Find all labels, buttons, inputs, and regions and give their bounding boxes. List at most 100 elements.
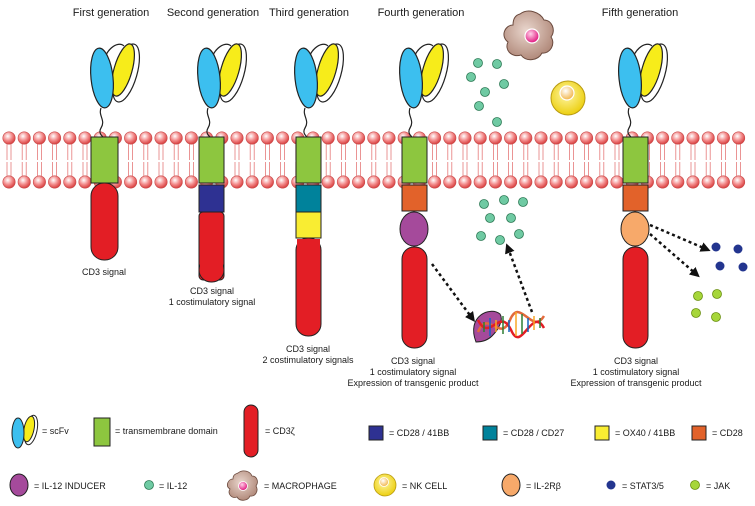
- gen2-caption-line1: CD3 signal: [190, 286, 234, 296]
- gen5-title: Fifth generation: [602, 7, 678, 19]
- legend-macrophage: = MACROPHAGE: [227, 470, 337, 501]
- gen2-receptor: CD3 signal 1 costimulatory signal: [169, 43, 256, 307]
- gen5-receptor: CD3 signal 1 costimulatory signal Expres…: [570, 43, 702, 388]
- legend-stat35: = STAT3/5: [606, 480, 664, 491]
- gen5-costim-cd28: [622, 184, 649, 212]
- legend-transmembrane-label: = transmembrane domain: [115, 426, 218, 436]
- gen5-scfv: [618, 43, 669, 139]
- legend-il2rb-label: = IL-2Rβ: [526, 481, 561, 491]
- gen4-caption-line3: Expression of transgenic product: [347, 378, 479, 388]
- arrow-dna-to-il12: [505, 243, 534, 313]
- gen4-il12-inducer: [399, 211, 429, 247]
- il12-molecule: [473, 58, 483, 68]
- legend-scfv-label: = scFv: [42, 426, 69, 436]
- gen3-receptor: CD3 signal 2 costimulatory signals: [262, 43, 354, 365]
- legend-cd28-cd27: = CD28 / CD27: [482, 425, 564, 441]
- gen1-transmembrane: [90, 136, 119, 184]
- il12-molecule: [476, 231, 486, 241]
- gen5-il2rb: [620, 211, 650, 247]
- gen3-caption-line2: 2 costimulatory signals: [262, 355, 354, 365]
- gen4-recruited-cells: [503, 10, 586, 116]
- gen5-caption-line2: 1 costimulatory signal: [593, 367, 680, 377]
- il12-molecule: [492, 117, 502, 127]
- jak-molecules: [691, 289, 722, 322]
- il12-molecule: [518, 197, 528, 207]
- arrow-to-jak: [649, 233, 700, 278]
- gen3-title: Third generation: [269, 7, 349, 19]
- legend-cd3z: = CD3ζ: [243, 404, 295, 458]
- gen3-cd3z: [295, 237, 322, 337]
- gen1-title: First generation: [73, 7, 149, 19]
- gen2-costim-cd28-41bb: [198, 184, 225, 213]
- gen3-transmembrane: [295, 136, 322, 184]
- gen4-costim-cd28: [401, 184, 428, 212]
- il12-molecule: [506, 213, 516, 223]
- gen4-caption-line2: 1 costimulatory signal: [370, 367, 457, 377]
- il12-molecule: [480, 87, 490, 97]
- legend-cd28-41bb: = CD28 / 41BB: [368, 425, 449, 441]
- gen4-cd3z: [401, 246, 428, 349]
- gen3-scfv: [294, 43, 345, 139]
- gen3-caption-line1: CD3 signal: [286, 344, 330, 354]
- legend-il12-label: = IL-12: [159, 481, 187, 491]
- il12-molecule: [466, 72, 476, 82]
- il12-molecules: [466, 58, 528, 245]
- gen2-scfv: [197, 43, 248, 139]
- gen5-caption-line3: Expression of transgenic product: [570, 378, 702, 388]
- legend: = scFv = transmembrane domain = CD3ζ = C…: [9, 404, 743, 501]
- legend-nk-cell-label: = NK CELL: [402, 481, 447, 491]
- macrophage-icon: [503, 10, 554, 61]
- legend-il2rb: = IL-2Rβ: [501, 473, 561, 497]
- il12-molecule: [499, 79, 509, 89]
- legend-il12: = IL-12: [144, 480, 187, 491]
- legend-cd28: = CD28: [691, 425, 743, 441]
- gen5-cd3z: [622, 246, 649, 349]
- gen4-title: Fourth generation: [378, 7, 465, 19]
- gen3-costim-ox40-41bb: [295, 211, 322, 239]
- gen1-scfv: [90, 43, 141, 139]
- gen1-caption: CD3 signal: [82, 267, 126, 277]
- gen4-caption-line1: CD3 signal: [391, 356, 435, 366]
- legend-scfv: = scFv: [11, 414, 69, 449]
- legend-cd28-41bb-label: = CD28 / 41BB: [389, 428, 449, 438]
- legend-il12-inducer-label: = IL-12 INDUCER: [34, 481, 106, 491]
- dna-helix-icon: [473, 310, 546, 343]
- legend-il12-inducer: = IL-12 INDUCER: [9, 473, 106, 497]
- gen5-caption-line1: CD3 signal: [614, 356, 658, 366]
- legend-ox40-41bb-label: = OX40 / 41BB: [615, 428, 675, 438]
- arrow-to-stat: [649, 223, 711, 252]
- legend-cd28-label: = CD28: [712, 428, 743, 438]
- legend-jak: = JAK: [690, 480, 730, 491]
- nk-cell-icon: [550, 80, 586, 116]
- il12-molecule: [514, 229, 524, 239]
- il12-molecule: [485, 213, 495, 223]
- gen1-cd3z: [90, 182, 119, 261]
- il12-molecule: [474, 101, 484, 111]
- legend-nk-cell: = NK CELL: [373, 473, 447, 497]
- legend-stat35-label: = STAT3/5: [622, 481, 664, 491]
- gen3-costim-cd28-cd27: [295, 184, 322, 213]
- arrow-inducer-to-dna: [430, 263, 475, 323]
- gen4-receptor: CD3 signal 1 costimulatory signal Expres…: [347, 43, 479, 388]
- gen2-caption-line2: 1 costimulatory signal: [169, 297, 256, 307]
- gen4-transmembrane: [401, 136, 428, 184]
- gen2-transmembrane: [198, 136, 225, 184]
- legend-ox40-41bb: = OX40 / 41BB: [594, 425, 675, 441]
- gen5-transmembrane: [622, 136, 649, 184]
- il12-molecule: [479, 199, 489, 209]
- lipid-tails: [6, 144, 741, 178]
- gen2-title: Second generation: [167, 7, 259, 19]
- il12-molecule: [495, 235, 505, 245]
- lipid-heads-inner: [2, 175, 746, 189]
- legend-cd3z-label: = CD3ζ: [265, 426, 295, 436]
- legend-transmembrane: = transmembrane domain: [93, 417, 218, 447]
- legend-cd28-cd27-label: = CD28 / CD27: [503, 428, 564, 438]
- il12-inducer-bound: [473, 310, 502, 343]
- gen4-scfv: [399, 43, 450, 139]
- il12-molecule: [492, 59, 502, 69]
- il12-molecule: [499, 195, 509, 205]
- legend-jak-label: = JAK: [706, 481, 730, 491]
- stat35-molecules: [711, 242, 748, 272]
- gen1-receptor: CD3 signal: [82, 43, 141, 277]
